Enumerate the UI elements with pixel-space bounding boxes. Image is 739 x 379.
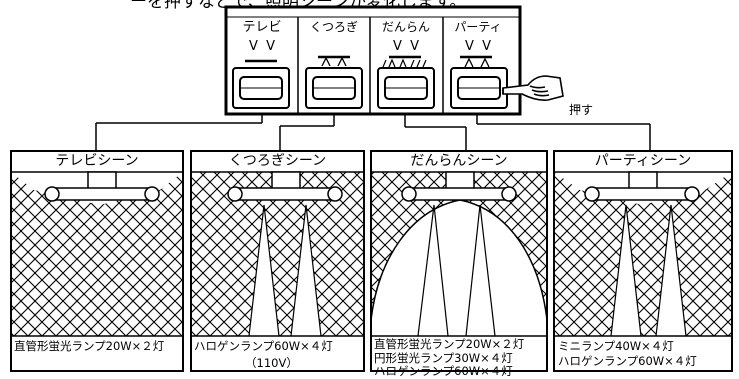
- party-scene-spec: ミニランプ40W×４灯: [558, 339, 674, 353]
- relax-scene-panel: [190, 150, 365, 372]
- family-button-vv: V V: [392, 39, 420, 54]
- tv-button-label: テレビ: [242, 20, 282, 35]
- relax-scene-spec-voltage: （110V）: [245, 356, 298, 370]
- party-scene-title: パーティシーン: [594, 153, 692, 169]
- family-button-label: だんらん: [381, 20, 430, 34]
- family-scene-button[interactable]: [377, 55, 435, 109]
- relax-button-label: くつろぎ: [309, 20, 358, 34]
- relax-scene-button[interactable]: [305, 55, 363, 109]
- tv-scene-button[interactable]: [232, 59, 290, 109]
- tv-scene-title: テレビシーン: [55, 153, 139, 169]
- family-scene-panel: [370, 150, 548, 372]
- press-label: 押す: [569, 103, 594, 117]
- switch-panel: [224, 5, 522, 116]
- family-scene-spec: 直管形蛍光ランプ20W×２灯: [374, 337, 525, 351]
- page-heading: ーを押すなどで、照明シーンが変化します。: [130, 0, 467, 12]
- pressing-hand-icon: [502, 75, 564, 101]
- tv-scene-panel: [10, 150, 184, 372]
- party-button-vv: V V: [464, 39, 492, 54]
- party-scene-spec: ハロゲンランプ60W×４灯: [558, 354, 697, 368]
- family-scene-spec: 円形蛍光ランプ30W×４灯: [374, 351, 513, 365]
- tv-scene-spec: 直管形蛍光ランプ20W×２灯: [14, 339, 165, 353]
- party-scene-button[interactable]: [450, 55, 508, 109]
- family-scene-title: だんらんシーン: [410, 153, 508, 169]
- connector-lines: [95, 114, 651, 151]
- family-scene-spec: ハロゲンランプ60W×４灯: [374, 364, 513, 378]
- relax-scene-spec: ハロゲンランプ60W×４灯: [194, 339, 333, 353]
- party-scene-panel: [553, 150, 733, 372]
- party-button-label: パーティ: [454, 20, 502, 34]
- relax-scene-title: くつろぎシーン: [228, 153, 327, 169]
- tv-button-vv: V V: [248, 39, 276, 54]
